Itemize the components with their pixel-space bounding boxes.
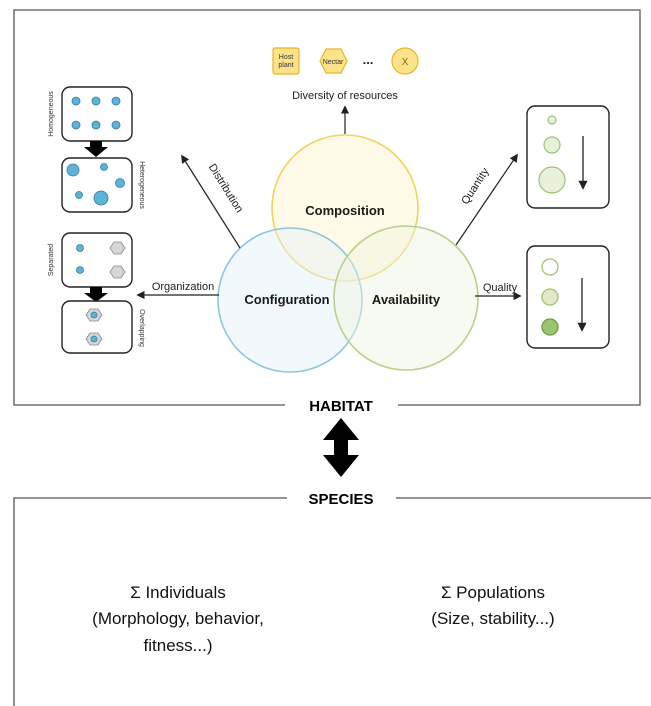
separated-label: Separated [48,244,55,276]
habitat-frame [13,9,641,406]
homogeneous-dots [71,96,121,130]
homogeneous-label: Homogeneous [48,91,55,137]
svg-text:(Morphology, behavior,: (Morphology, behavior, [92,609,264,628]
svg-text:X: X [402,57,409,68]
nectar-icon [319,48,348,74]
arrows [136,105,522,301]
host-plant-icon [272,47,300,75]
homogeneous-panel [61,86,133,142]
svg-text:Nectar: Nectar [323,59,344,66]
svg-text:plant: plant [278,62,293,69]
configuration-circle [217,227,363,373]
availability-label: Availability [372,292,441,307]
quality-label: Quality [483,282,518,294]
svg-text:Σ Individuals: Σ Individuals [130,583,226,602]
svg-text:fitness...): fitness...) [144,636,213,655]
distribution-arrow [181,154,241,249]
configuration-label: Configuration [244,292,329,307]
resources-ellipsis: ... [363,52,374,67]
down-arrow-icon [84,141,108,157]
heterogeneous-dots [66,163,125,206]
svg-text:Host: Host [279,54,293,61]
populations-block: Σ Populations (Size, stability...) [431,583,554,628]
overlapping-label: Overlapping [138,309,145,347]
quantity-arrow [455,153,518,246]
double-arrow-icon [323,418,359,477]
svg-text:Σ Populations: Σ Populations [441,583,545,602]
organization-panels: Separated Overlapping [48,232,145,354]
organization-label: Organization [152,281,214,293]
diversity-label: Diversity of resources [292,90,398,102]
svg-text:(Size, stability...): (Size, stability...) [431,609,554,628]
distribution-label: Distribution [206,162,245,215]
resource-icons: Host plant Nectar ... X [272,47,419,75]
quality-panel [526,245,610,349]
resource-x-icon [391,47,419,75]
habitat-title: HABITAT [309,398,373,415]
distribution-panels: Homogeneous Heterogeneous [48,86,145,213]
venn-diagram [217,134,479,373]
individuals-block: Σ Individuals (Morphology, behavior, fit… [92,583,264,655]
availability-circle [333,225,479,371]
species-title: SPECIES [308,491,373,508]
down-arrow-icon [84,287,108,302]
quantity-label: Quantity [459,166,492,207]
heterogeneous-label: Heterogeneous [138,161,145,209]
species-frame [13,497,651,706]
composition-label: Composition [305,203,384,218]
overlapping-panel [61,300,133,354]
quantity-panel [526,105,610,209]
composition-circle [271,134,419,282]
separated-panel [61,232,133,288]
